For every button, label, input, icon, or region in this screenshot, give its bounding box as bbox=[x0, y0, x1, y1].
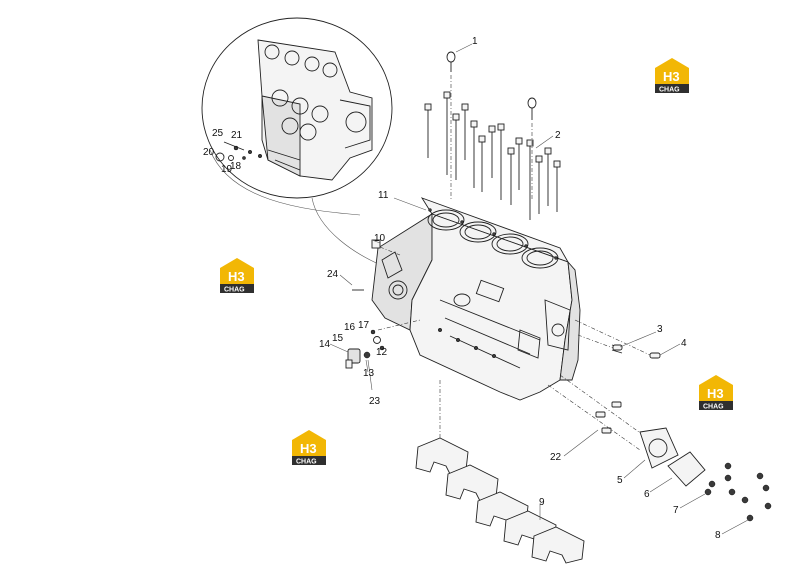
callout-9: 9 bbox=[539, 497, 545, 508]
svg-text:CHAG: CHAG bbox=[659, 87, 680, 94]
callouts: 1 2 3 4 5 6 7 8 9 10 11 12 13 14 15 16 1… bbox=[203, 36, 721, 541]
callout-15: 15 bbox=[332, 333, 344, 344]
callout-7: 7 bbox=[673, 505, 679, 516]
callout-25: 25 bbox=[212, 128, 224, 139]
callout-2: 2 bbox=[555, 130, 561, 141]
callout-8: 8 bbox=[715, 530, 721, 541]
watermark-logo-top-right: H3 CHAG bbox=[655, 58, 689, 94]
svg-text:H3: H3 bbox=[228, 269, 245, 284]
watermark-logo-bottom-left: H3 CHAG bbox=[292, 430, 326, 466]
callout-1: 1 bbox=[472, 36, 478, 47]
callout-21: 21 bbox=[231, 130, 243, 141]
callout-3: 3 bbox=[657, 324, 663, 335]
lifting-eye-rear bbox=[527, 97, 537, 120]
svg-text:CHAG: CHAG bbox=[224, 287, 245, 294]
callout-18: 18 bbox=[230, 161, 242, 172]
svg-text:CHAG: CHAG bbox=[703, 404, 724, 411]
callout-20: 20 bbox=[203, 147, 215, 158]
callout-12: 12 bbox=[376, 347, 388, 358]
svg-text:H3: H3 bbox=[300, 441, 317, 456]
callout-14: 14 bbox=[319, 339, 331, 350]
callout-19: 19 bbox=[221, 164, 233, 175]
screws-7-8 bbox=[704, 462, 772, 522]
callout-24: 24 bbox=[327, 269, 339, 280]
callout-22: 22 bbox=[550, 452, 562, 463]
cover-plate-5 bbox=[639, 427, 679, 469]
part-20-washer bbox=[215, 152, 225, 162]
fittings bbox=[345, 239, 385, 369]
lifting-eye-front bbox=[446, 51, 456, 72]
inset-engine-block bbox=[233, 39, 373, 181]
callout-11: 11 bbox=[378, 190, 389, 201]
bearing-caps bbox=[415, 437, 585, 564]
engine-block bbox=[371, 197, 581, 401]
detail-inset bbox=[201, 17, 393, 269]
head-bolts bbox=[424, 91, 561, 220]
svg-text:H3: H3 bbox=[707, 386, 724, 401]
callout-16: 16 bbox=[344, 322, 356, 333]
callout-13: 13 bbox=[363, 368, 375, 379]
callout-5: 5 bbox=[617, 475, 623, 486]
svg-text:H3: H3 bbox=[663, 69, 680, 84]
cover-plate-6 bbox=[667, 451, 706, 487]
svg-text:CHAG: CHAG bbox=[296, 459, 317, 466]
watermark-logo-right: H3 CHAG bbox=[699, 375, 733, 411]
dowel-pins bbox=[611, 344, 661, 359]
callout-10: 10 bbox=[374, 233, 386, 244]
callout-23: 23 bbox=[369, 396, 381, 407]
callout-4: 4 bbox=[681, 338, 687, 349]
watermark-logo-left: H3 CHAG bbox=[220, 258, 254, 294]
callout-17: 17 bbox=[358, 320, 370, 331]
callout-6: 6 bbox=[644, 489, 650, 500]
plugs-22 bbox=[595, 401, 622, 434]
